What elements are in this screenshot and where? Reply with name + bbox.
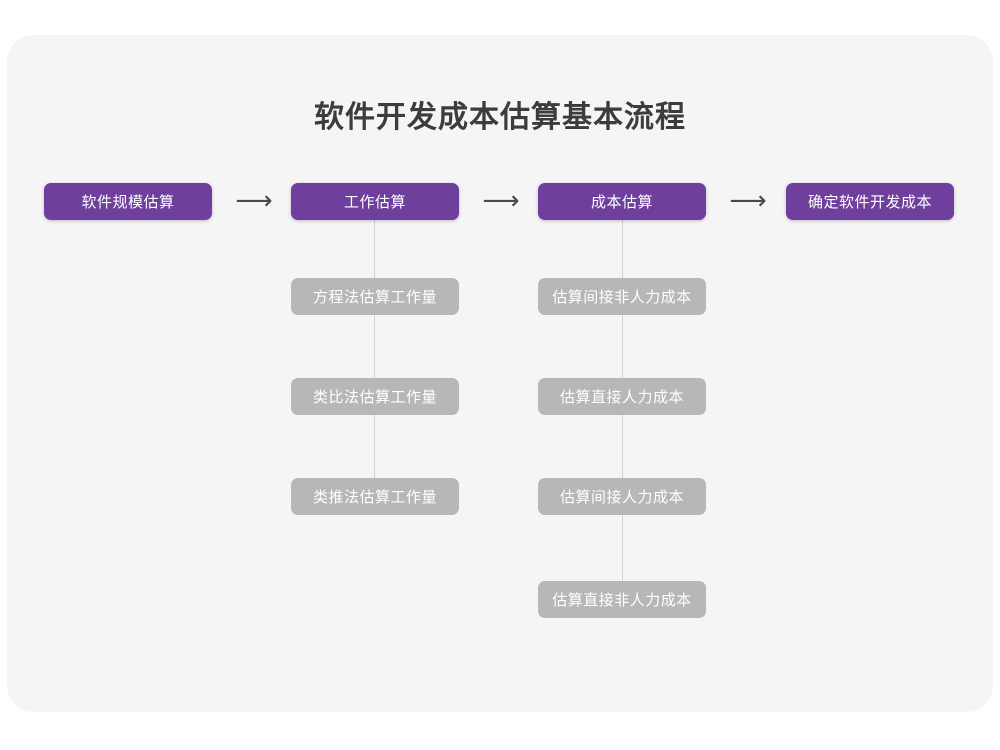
sub-node-direct-labor-cost[interactable]: 估算直接人力成本 [538, 378, 706, 415]
flow-arrow-3: ⟶ [720, 186, 776, 216]
page-title: 软件开发成本估算基本流程 [314, 101, 686, 134]
flow-node-label: 软件规模估算 [81, 194, 175, 211]
sub-node-equation-method-workload[interactable]: 方程法估算工作量 [291, 278, 459, 315]
arrow-right-icon: ⟶ [235, 186, 273, 216]
flow-node-determine-development-cost[interactable]: 确定软件开发成本 [786, 183, 954, 220]
arrow-right-icon: ⟶ [729, 186, 767, 216]
connector-line-work [374, 219, 375, 479]
sub-node-analogy-method-workload[interactable]: 类比法估算工作量 [291, 378, 459, 415]
flow-node-software-size-estimation[interactable]: 软件规模估算 [44, 183, 212, 220]
content-card [7, 35, 993, 712]
flow-node-cost-estimation[interactable]: 成本估算 [538, 183, 706, 220]
sub-node-label: 估算直接人力成本 [559, 389, 684, 406]
flow-node-label: 工作估算 [343, 194, 406, 211]
sub-node-indirect-nonlabor-cost[interactable]: 估算间接非人力成本 [538, 278, 706, 315]
flow-node-label: 成本估算 [590, 194, 653, 211]
sub-node-label: 估算间接人力成本 [559, 489, 684, 506]
sub-node-label: 类比法估算工作量 [312, 389, 437, 406]
flow-arrow-1: ⟶ [226, 186, 282, 216]
sub-node-label: 估算直接非人力成本 [552, 592, 692, 609]
arrow-right-icon: ⟶ [482, 186, 520, 216]
flow-node-work-estimation[interactable]: 工作估算 [291, 183, 459, 220]
sub-node-direct-nonlabor-cost[interactable]: 估算直接非人力成本 [538, 581, 706, 618]
sub-node-indirect-labor-cost[interactable]: 估算间接人力成本 [538, 478, 706, 515]
sub-node-label: 估算间接非人力成本 [552, 289, 692, 306]
flow-arrow-2: ⟶ [473, 186, 529, 216]
sub-node-inference-method-workload[interactable]: 类推法估算工作量 [291, 478, 459, 515]
sub-node-label: 类推法估算工作量 [312, 489, 437, 506]
flow-node-label: 确定软件开发成本 [807, 194, 932, 211]
sub-node-label: 方程法估算工作量 [312, 289, 437, 306]
